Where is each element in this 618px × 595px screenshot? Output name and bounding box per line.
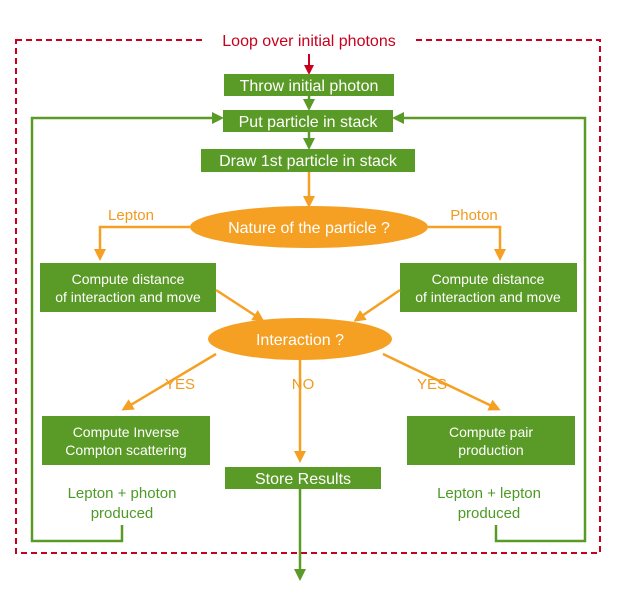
feedback-left: [30, 112, 224, 543]
photon-label: Photon: [450, 207, 498, 224]
produced-right-line1: Lepton + lepton: [437, 485, 541, 502]
nature-decision: [190, 206, 428, 248]
arrow-right-to-interaction: [353, 288, 401, 322]
compute-pair-line1: Compute pair: [449, 424, 533, 440]
arrow-left-to-interaction: [215, 288, 265, 322]
lepton-label: Lepton: [108, 207, 154, 224]
throw-photon-label: Throw initial photon: [240, 78, 379, 95]
compute-ic-box: [42, 416, 210, 465]
draw-stack-box: [201, 149, 415, 172]
compute-distance-right-line2: of interaction and move: [415, 289, 561, 305]
loop-label: Loop over initial photons: [222, 33, 395, 50]
put-stack-label: Put particle in stack: [239, 114, 379, 131]
throw-photon-box: [224, 74, 394, 96]
put-stack-box: [223, 110, 393, 132]
compute-ic-line2: Compton scattering: [65, 442, 186, 458]
produced-right-line2: produced: [458, 505, 521, 522]
arrow-lepton-branch: [94, 225, 190, 261]
store-results-box: [225, 467, 381, 489]
interaction-decision-label: Interaction ?: [256, 332, 344, 349]
produced-left-line2: produced: [91, 505, 154, 522]
compute-distance-left-line1: Compute distance: [72, 271, 185, 287]
feedback-right: [392, 112, 587, 543]
no-label: NO: [292, 376, 315, 393]
compute-distance-left-line2: of interaction and move: [55, 289, 201, 305]
yes-left-label: YES: [165, 376, 195, 393]
nature-decision-label: Nature of the particle ?: [228, 220, 390, 237]
arrow-photon-branch: [428, 225, 506, 261]
loop-label-bg: [204, 30, 414, 52]
compute-pair-box: [407, 416, 575, 465]
compute-distance-right-box: [400, 263, 577, 312]
arrow-yes-left: [121, 352, 217, 411]
compute-distance-right-line1: Compute distance: [432, 271, 545, 287]
interaction-decision: [208, 318, 392, 360]
store-results-label: Store Results: [255, 471, 351, 488]
yes-right-label: YES: [417, 376, 447, 393]
compute-ic-line1: Compute Inverse: [73, 424, 180, 440]
produced-left-line1: Lepton + photon: [68, 485, 177, 502]
compute-distance-left-box: [40, 263, 216, 312]
draw-stack-label: Draw 1st particle in stack: [219, 153, 398, 170]
compute-pair-line2: production: [458, 442, 523, 458]
arrow-yes-right: [382, 352, 501, 411]
